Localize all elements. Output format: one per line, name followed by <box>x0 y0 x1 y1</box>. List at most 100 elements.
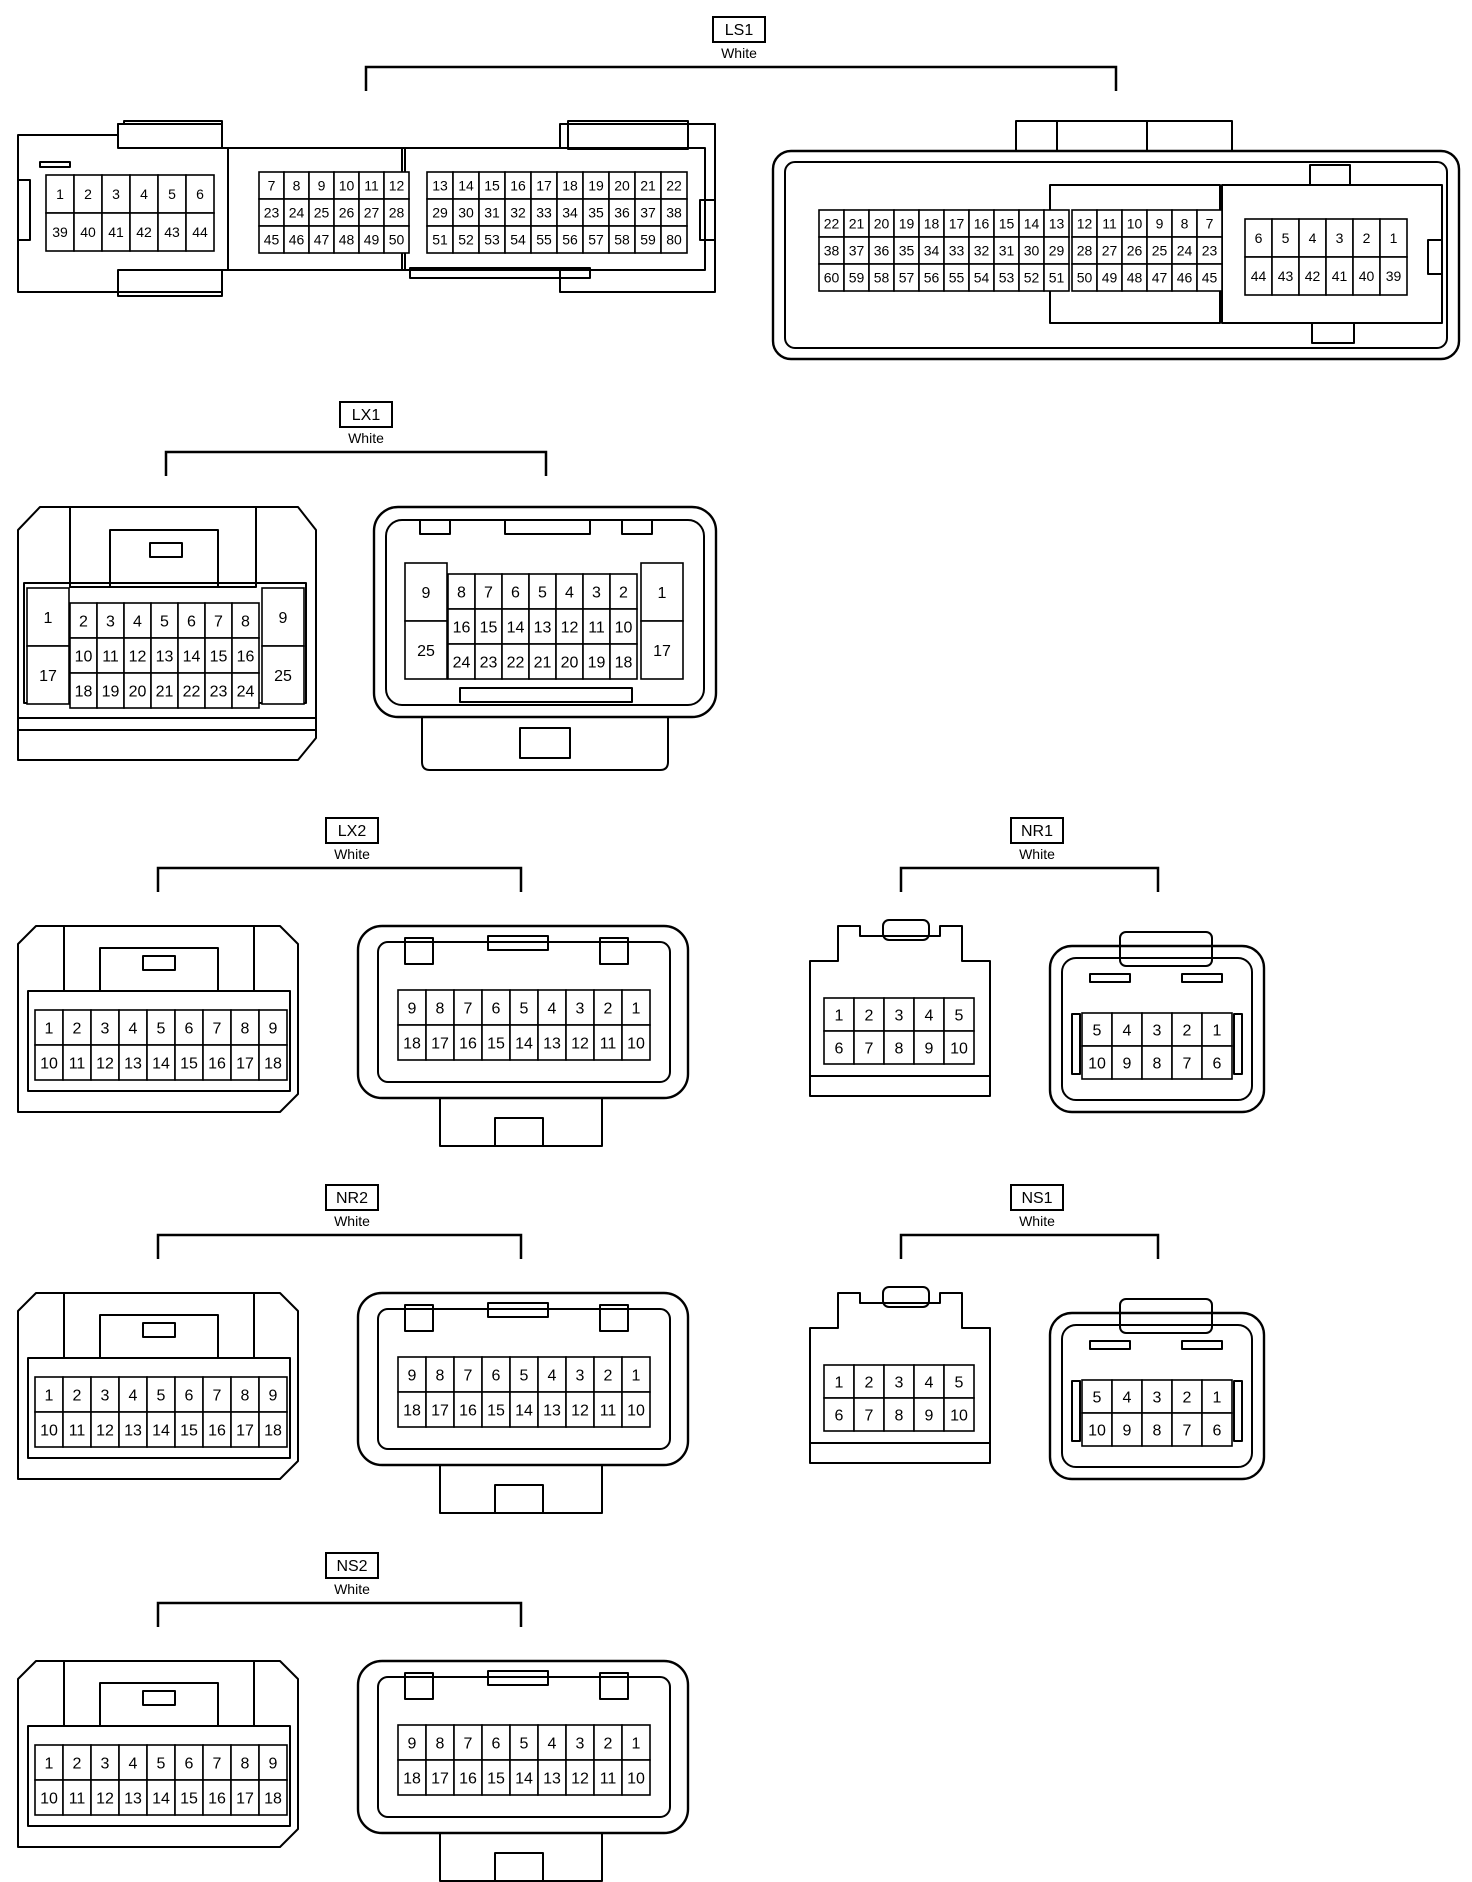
nr-right-slot-5 <box>1181 1340 1223 1350</box>
pin-number: 53 <box>484 232 500 248</box>
pin-number: 4 <box>129 1755 138 1772</box>
pin-number: 10 <box>627 1770 645 1787</box>
pin-cell <box>1196 263 1223 292</box>
lx1-left-latch-inner <box>109 529 219 588</box>
pin-number: 4 <box>1309 230 1317 246</box>
pin-number: 2 <box>604 1000 613 1017</box>
pin-cell <box>453 1391 483 1428</box>
pin-number: 3 <box>112 186 120 202</box>
pin-number: 8 <box>436 1735 445 1752</box>
pin-number: 2 <box>619 584 628 601</box>
nr-left-latch-5 <box>882 1286 930 1308</box>
pin-number: 5 <box>520 1367 529 1384</box>
right-skirt-6 <box>439 1833 603 1882</box>
pin-number: 14 <box>515 1402 533 1419</box>
pin-cell <box>1141 1412 1173 1447</box>
pin-number: 2 <box>865 1374 874 1391</box>
pin-number: 9 <box>1123 1055 1132 1072</box>
pin-number: 24 <box>1177 243 1193 259</box>
pin-number: 12 <box>571 1035 589 1052</box>
right-top-latch-2 <box>487 935 549 951</box>
pin-number: 17 <box>949 216 965 232</box>
pin-number: 28 <box>389 205 405 221</box>
pin-number: 5 <box>538 584 547 601</box>
pin-number: 10 <box>627 1402 645 1419</box>
left-pin-frame-6 <box>27 1725 291 1827</box>
pin-number: 10 <box>40 1055 58 1072</box>
pin-number: 16 <box>237 648 255 665</box>
pin-number: 4 <box>548 1735 557 1752</box>
pin-number: 54 <box>510 232 526 248</box>
pin-number: 8 <box>895 1407 904 1424</box>
nr-right-slot-3 <box>1181 973 1223 983</box>
pin-cell <box>593 1391 623 1428</box>
pin-cell <box>231 637 260 674</box>
pin-cell <box>453 1356 483 1393</box>
pin-number: 16 <box>453 619 471 636</box>
pin-cell <box>660 225 688 254</box>
pin-cell <box>868 263 895 292</box>
pin-number: 15 <box>484 178 500 194</box>
pin-cell <box>883 1397 915 1432</box>
lx1-right-skirt <box>421 717 669 771</box>
pin-number: 3 <box>895 1374 904 1391</box>
pin-number: 6 <box>835 1040 844 1057</box>
pin-number: 42 <box>1305 268 1321 284</box>
pin-number: 13 <box>543 1402 561 1419</box>
pin-cell <box>1201 1412 1233 1447</box>
pin-number: 2 <box>73 1020 82 1037</box>
pin-cell <box>333 171 360 200</box>
pin-number: 7 <box>1183 1055 1192 1072</box>
ls1-right-inner <box>784 161 1448 349</box>
pin-cell <box>481 1391 511 1428</box>
ls1-right-top-latch-inner <box>1056 120 1148 152</box>
pin-number: 10 <box>1088 1422 1106 1439</box>
pin-number: 10 <box>339 178 355 194</box>
pin-number: 36 <box>874 243 890 259</box>
pin-number: 3 <box>576 1735 585 1752</box>
pin-cell <box>556 225 584 254</box>
pin-cell <box>90 1411 120 1448</box>
pin-number: 12 <box>1077 216 1093 232</box>
right-top-slot-2 <box>599 937 629 965</box>
pin-cell <box>565 1724 595 1761</box>
nr-right-inner-5 <box>1061 1324 1253 1468</box>
pin-cell <box>853 1364 885 1399</box>
right-top-slot-6 <box>599 1672 629 1700</box>
pin-number: 3 <box>576 1000 585 1017</box>
pin-cell <box>26 587 70 647</box>
pin-cell <box>640 620 684 680</box>
pin-cell <box>230 1744 260 1781</box>
pin-cell <box>34 1009 64 1046</box>
pin-number: 2 <box>604 1367 613 1384</box>
pin-number: 6 <box>492 1735 501 1752</box>
pin-number: 2 <box>73 1755 82 1772</box>
pin-number: 24 <box>237 683 255 700</box>
pin-cell <box>62 1044 92 1081</box>
pin-number: 13 <box>124 1790 142 1807</box>
pin-cell <box>537 1024 567 1061</box>
pin-number: 7 <box>865 1407 874 1424</box>
pin-cell <box>609 608 638 645</box>
pin-number: 35 <box>899 243 915 259</box>
right-top-latch-6 <box>487 1670 549 1686</box>
pin-number: 28 <box>1077 243 1093 259</box>
pin-cell <box>481 1759 511 1796</box>
pin-number: 12 <box>571 1402 589 1419</box>
pin-cell <box>509 1024 539 1061</box>
pin-cell <box>582 573 611 610</box>
connector-bracket <box>364 65 1118 91</box>
pin-cell <box>474 643 503 680</box>
pin-number: 14 <box>152 1790 170 1807</box>
pin-number: 8 <box>241 613 250 630</box>
connector-color: White <box>348 430 384 446</box>
pin-number: 17 <box>236 1055 254 1072</box>
pin-cell <box>528 608 557 645</box>
pin-cell <box>383 225 410 254</box>
pin-number: 18 <box>403 1035 421 1052</box>
pin-cell <box>1043 236 1070 265</box>
connector-label-box <box>712 16 766 43</box>
pin-number: 7 <box>464 1000 473 1017</box>
pin-number: 2 <box>865 1007 874 1024</box>
pin-number: 11 <box>600 1402 617 1419</box>
